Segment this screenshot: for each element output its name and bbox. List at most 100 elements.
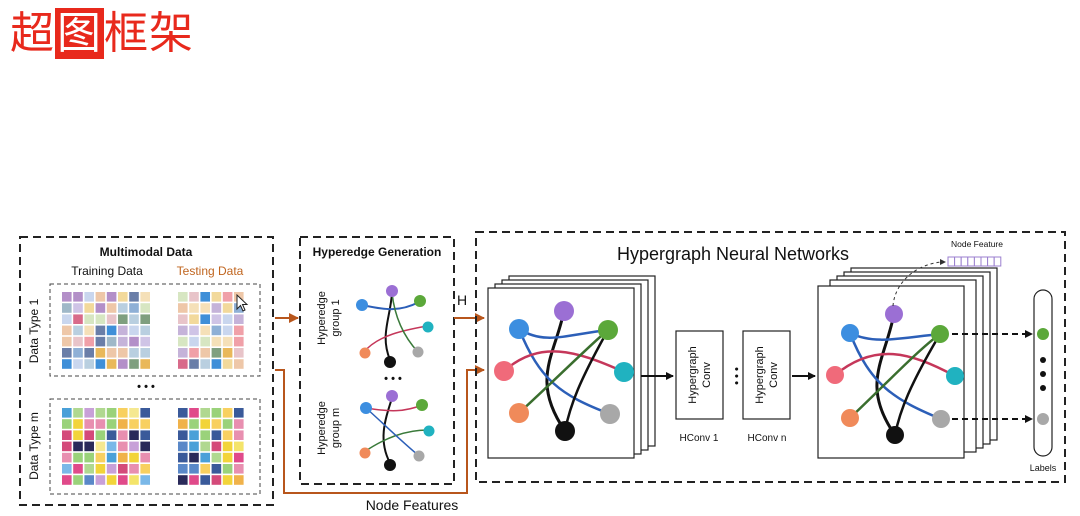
matrix-cell: [62, 348, 72, 358]
matrix-cell: [200, 303, 210, 313]
matrix-cell: [234, 348, 244, 358]
matrix-cell: [189, 325, 199, 336]
matrix-cell: [106, 430, 117, 440]
matrix-cell: [222, 292, 233, 302]
matrix-cell: [73, 325, 83, 336]
node-feature-vector: [947, 256, 1002, 267]
matrix-cell: [84, 419, 94, 429]
matrix-cell: [106, 419, 117, 429]
matrix-cell: [178, 452, 188, 463]
matrix-cell: [140, 475, 150, 485]
matrix-cell: [222, 303, 233, 313]
matrix-cell: [62, 359, 72, 369]
matrix-cell: [73, 475, 83, 485]
matrix-cell: [129, 348, 139, 358]
matrix-cell: [84, 292, 94, 302]
hgnn-heading: Hypergraph Neural Networks: [617, 244, 849, 264]
matrix-cell: [211, 419, 222, 429]
matrix-cell: [95, 359, 106, 369]
matrix-cell: [129, 303, 139, 313]
hconv-n-line1: Hypergraph: [754, 346, 766, 403]
matrix-cell: [118, 336, 128, 347]
matrix-cell: [95, 325, 106, 336]
matrix-cell: [106, 314, 117, 324]
matrix-cell: [189, 475, 199, 485]
matrix-cell: [140, 441, 150, 452]
hypergraph-group-1: [356, 285, 434, 368]
matrix-cell: [200, 430, 210, 440]
matrix-cell: [95, 419, 106, 429]
matrix-cell: [106, 452, 117, 463]
hyperedge-ellipsis: • • •: [384, 373, 402, 385]
matrix-cell: [84, 359, 94, 369]
matrix-cell: [189, 292, 199, 302]
matrix-cell: [73, 408, 83, 418]
matrix-cell: [222, 408, 233, 418]
hyperedge-group-m-line2: group m: [330, 408, 342, 448]
matrix-cell: [200, 325, 210, 336]
matrix-cell: [84, 348, 94, 358]
matrix-cell: [118, 348, 128, 358]
matrix-cell: [211, 314, 222, 324]
matrix-cell: [234, 464, 244, 474]
matrix-cell: [118, 452, 128, 463]
matrix-cell: [129, 441, 139, 452]
matrix-cell: [222, 441, 233, 452]
node-features-arrow: [275, 365, 485, 494]
matrix-cell: [222, 359, 233, 369]
matrix-cell: [62, 430, 72, 440]
feature-cell: [967, 256, 975, 267]
hypergraph-group-m: [359, 390, 435, 471]
matrix-cell: [234, 325, 244, 336]
feature-cell: [973, 256, 982, 267]
feature-cell: [993, 256, 1002, 267]
matrix-cell: [84, 408, 94, 418]
matrix-cell: [62, 336, 72, 347]
conv-ellipsis: • • •: [730, 367, 742, 385]
matrix-cell: [129, 452, 139, 463]
label-dot-2: [1040, 371, 1046, 377]
matrix-cell: [106, 303, 117, 313]
matrix-cell: [106, 441, 117, 452]
matrix-cell: [222, 475, 233, 485]
matrix-cell: [84, 303, 94, 313]
matrix-cell: [73, 303, 83, 313]
matrix-cell: [178, 348, 188, 358]
matrix-cell: [84, 452, 94, 463]
multimodal-ellipsis: • • •: [137, 381, 155, 393]
matrix-cell: [73, 464, 83, 474]
matrix-cell: [200, 292, 210, 302]
slide-title-part1: 超: [10, 8, 55, 59]
matrix-cell: [84, 475, 94, 485]
matrix-cell: [73, 314, 83, 324]
matrix-cell: [211, 430, 222, 440]
label-node-top: [1037, 328, 1049, 340]
matrix-cell: [106, 359, 117, 369]
hconv-n-line2: Conv: [768, 362, 780, 388]
matrix-cell: [211, 336, 222, 347]
matrix-cell: [211, 408, 222, 418]
matrix-cell: [95, 408, 106, 418]
matrix-cell: [129, 292, 139, 302]
matrix-cell: [234, 336, 244, 347]
testing-data-label: Testing Data: [177, 264, 244, 278]
testing-grid-type-1: [178, 292, 244, 369]
matrix-cell: [234, 314, 244, 324]
matrix-cell: [73, 452, 83, 463]
matrix-cell: [106, 475, 117, 485]
hconv-1-line2: Conv: [701, 362, 713, 388]
matrix-cell: [118, 408, 128, 418]
matrix-cell: [222, 452, 233, 463]
matrix-cell: [200, 359, 210, 369]
matrix-cell: [178, 408, 188, 418]
slide-title: 超图框架: [10, 4, 194, 64]
matrix-cell: [234, 419, 244, 429]
matrix-cell: [95, 303, 106, 313]
matrix-cell: [178, 419, 188, 429]
matrix-cell: [140, 419, 150, 429]
label-dot-3: [1040, 385, 1046, 391]
matrix-cell: [200, 348, 210, 358]
matrix-cell: [234, 452, 244, 463]
matrix-cell: [211, 325, 222, 336]
matrix-cell: [211, 464, 222, 474]
